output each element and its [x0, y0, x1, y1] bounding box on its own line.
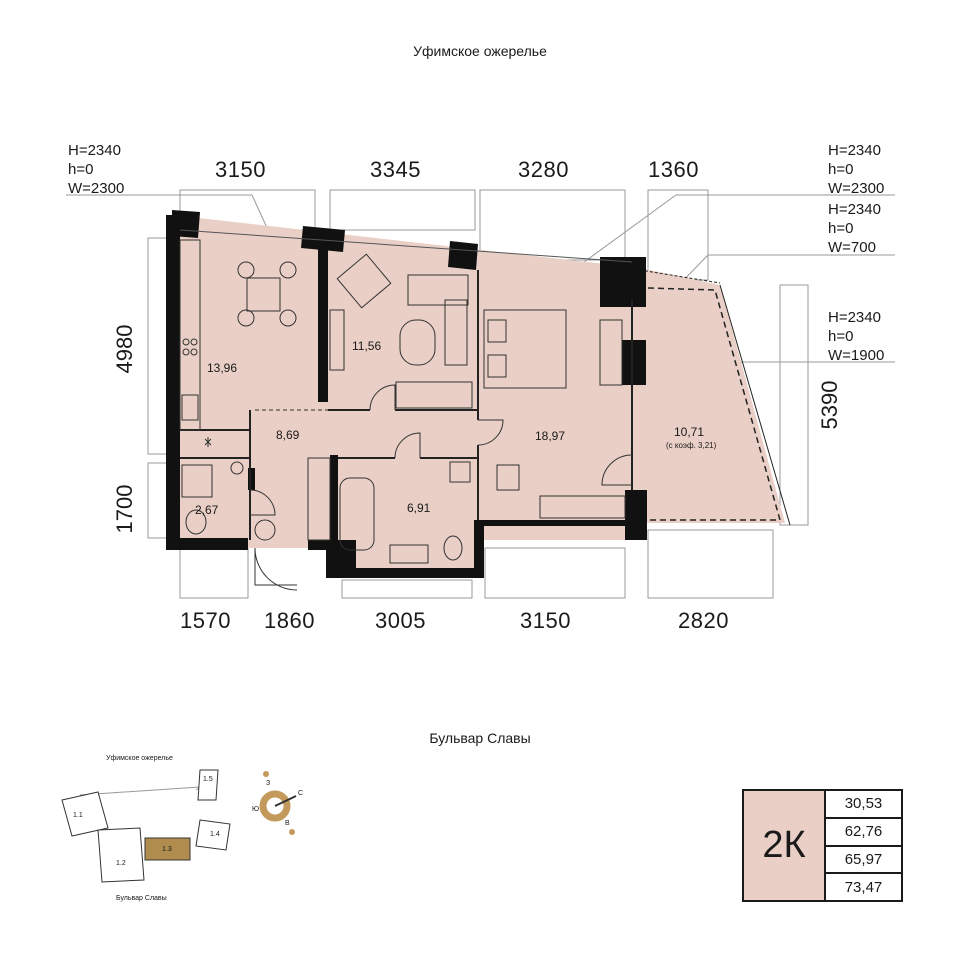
- compass-south: Ю: [252, 806, 260, 813]
- street-bottom-label: Бульвар Славы: [429, 730, 531, 746]
- keyplan-block-1-4: 1.4: [210, 831, 220, 838]
- area-bedroom1: 11,56: [352, 339, 382, 353]
- area-hall: 8,69: [276, 428, 300, 442]
- dim-right-1: 5390: [817, 380, 842, 430]
- bedroom1-furniture: [329, 253, 473, 409]
- keyplan-block-1-5: 1.5: [203, 776, 213, 783]
- dim-bottom-1: 1570: [180, 608, 231, 633]
- dim-top-1: 3150: [215, 157, 266, 182]
- dim-top-2: 3345: [370, 157, 421, 182]
- keyplan-block-1-3: 1.3: [162, 846, 172, 853]
- summary-value: 30,53: [826, 791, 901, 819]
- area-loggia: 10,71: [674, 425, 705, 439]
- dim-top-4: 1360: [648, 157, 699, 182]
- compass-north: С: [298, 790, 304, 797]
- bedroom2-furniture: [483, 309, 626, 519]
- doors: [249, 384, 633, 591]
- compass-east: В: [285, 820, 290, 827]
- keyplan-street-top: Уфимское ожерелье: [106, 755, 173, 762]
- walls: [166, 210, 647, 578]
- interior-walls: [180, 270, 633, 540]
- dim-bottom-5: 2820: [678, 608, 729, 633]
- area-loggia-note: (с коэф. 3,21): [666, 441, 717, 450]
- kitchen-furniture: [179, 239, 297, 431]
- dim-top-3: 3280: [518, 157, 569, 182]
- area-bath: 6,91: [407, 501, 431, 515]
- apartment-type: 2К: [744, 791, 826, 900]
- area-wc: 2,67: [195, 503, 219, 517]
- keyplan-block-1-2: 1.2: [116, 860, 126, 867]
- area-bedroom2: 18,97: [535, 429, 566, 443]
- dim-left-1: 4980: [112, 324, 137, 374]
- area-kitchen: 13,96: [207, 361, 238, 375]
- dimension-guides: [66, 189, 895, 599]
- dim-bottom-2: 1860: [264, 608, 315, 633]
- keyplan-street-bottom: Бульвар Славы: [116, 895, 167, 902]
- summary-value: 62,76: [826, 819, 901, 847]
- bathroom-fixtures: [181, 437, 471, 564]
- key-plan: [61, 769, 297, 883]
- area-summary: 2К 30,53 62,76 65,97 73,47: [742, 789, 903, 902]
- summary-value: 73,47: [844, 878, 883, 896]
- street-top-label: Уфимское ожерелье: [413, 43, 547, 59]
- dim-left-2: 1700: [112, 484, 137, 534]
- dim-bottom-3: 3005: [375, 608, 426, 633]
- summary-value: 65,97: [826, 847, 901, 875]
- compass-west: З: [266, 780, 271, 787]
- dim-bottom-4: 3150: [520, 608, 571, 633]
- keyplan-block-1-1: 1.1: [73, 812, 83, 819]
